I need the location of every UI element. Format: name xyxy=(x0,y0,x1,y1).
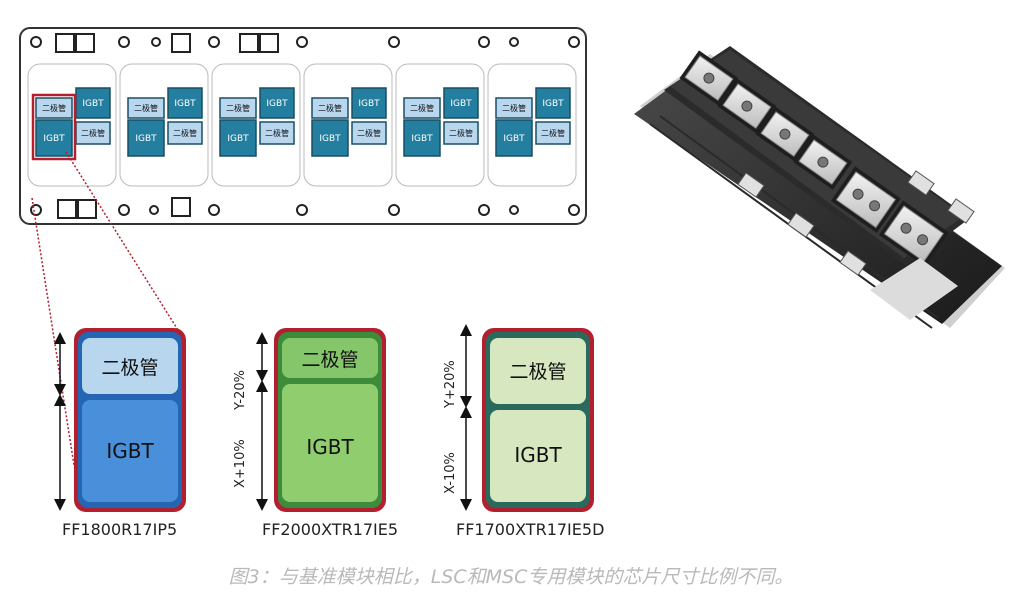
terminal-plate xyxy=(717,78,777,134)
board-igbt-chip xyxy=(35,119,73,157)
board-igbt-chip xyxy=(75,87,111,119)
module-3-diode-label: 二极管 xyxy=(509,361,566,383)
board-diode-chip xyxy=(167,121,203,145)
module-ff2000: Y-20% X+10% 二极管 IGBT xyxy=(233,328,386,512)
module-3-igbt-chip xyxy=(490,410,586,502)
board-igbt-chip xyxy=(403,119,441,157)
terminal-plate xyxy=(679,50,739,106)
board-chip-label: IGBT xyxy=(411,134,433,144)
board-chip-label: 二极管 xyxy=(449,128,473,138)
module-ff1800: 二极管 IGBT xyxy=(54,328,186,512)
board-chip-label: 二极管 xyxy=(410,103,434,113)
board-igbt-chip xyxy=(127,119,165,157)
board-diode-chip xyxy=(351,121,387,145)
module-2-diode-label: 二极管 xyxy=(301,349,358,371)
board-diode-chip xyxy=(219,97,257,119)
board-chip-label: 二极管 xyxy=(42,103,66,113)
module-board-schematic: 二极管IGBTIGBT二极管二极管IGBTIGBT二极管二极管IGBTIGBT二… xyxy=(19,27,587,225)
board-chip-label: IGBT xyxy=(135,134,157,144)
module-2-igbt-chip xyxy=(282,384,378,502)
module-3-name: FF1700XTR17IE5D xyxy=(456,520,605,539)
board-chip-label: IGBT xyxy=(82,99,104,109)
board-igbt-chip xyxy=(443,87,479,119)
module-3-dim-top: Y+20% xyxy=(443,360,458,409)
top-connector-row xyxy=(30,33,580,53)
module-2-name: FF2000XTR17IE5 xyxy=(262,520,399,539)
terminal-plate xyxy=(878,200,949,267)
board-chip-label: 二极管 xyxy=(265,128,289,138)
board-chip-label: 二极管 xyxy=(318,103,342,113)
board-chip-label: 二极管 xyxy=(357,128,381,138)
board-diode-chip xyxy=(259,121,295,145)
highlight-box xyxy=(31,93,77,161)
board-igbt-chip xyxy=(495,119,533,157)
board-chip-label: IGBT xyxy=(319,134,341,144)
board-diode-chip xyxy=(403,97,441,119)
terminal-plate xyxy=(793,134,853,190)
board-diode-chip xyxy=(127,97,165,119)
board-diode-chip xyxy=(443,121,479,145)
board-chip-label: IGBT xyxy=(266,99,288,109)
board-chip-label: 二极管 xyxy=(81,128,105,138)
board-chip-label: IGBT xyxy=(358,99,380,109)
board-igbt-chip xyxy=(167,87,203,119)
module-2-dim-top: Y-20% xyxy=(233,370,248,411)
board-igbt-chip xyxy=(351,87,387,119)
board-chip-label: 二极管 xyxy=(226,103,250,113)
board-chip-label: 二极管 xyxy=(173,128,197,138)
module-1-igbt-chip xyxy=(82,400,178,502)
module-1-name: FF1800R17IP5 xyxy=(62,520,178,539)
module-ff1700: Y+20% X-10% 二极管 IGBT xyxy=(443,324,594,512)
module-3-dim-bottom: X-10% xyxy=(443,452,458,494)
chip-slots: 二极管IGBTIGBT二极管二极管IGBTIGBT二极管二极管IGBTIGBT二… xyxy=(27,63,577,187)
igbt-module-photo xyxy=(634,46,1005,329)
module-1-diode-chip xyxy=(82,338,178,394)
board-chip-label: IGBT xyxy=(43,134,65,144)
module-3-igbt-label: IGBT xyxy=(514,443,562,467)
board-diode-chip xyxy=(311,97,349,119)
board-igbt-chip xyxy=(535,87,571,119)
module-3-diode-chip xyxy=(490,338,586,404)
terminal-plate xyxy=(755,106,815,162)
board-chip-label: IGBT xyxy=(227,134,249,144)
figure-caption: 图3：与基准模块相比，LSC和MSC专用模块的芯片尺寸比例不同。 xyxy=(228,566,794,588)
module-2-dim-bottom: X+10% xyxy=(233,439,248,488)
terminal-plate xyxy=(830,166,901,233)
board-chip-label: 二极管 xyxy=(502,103,526,113)
module-1-diode-label: 二极管 xyxy=(101,357,158,379)
module-comparison: 二极管 IGBT Y-20% X+10% 二极管 IGBT Y+20% X-10… xyxy=(54,324,594,512)
board-diode-chip xyxy=(495,97,533,119)
board-diode-chip xyxy=(535,121,571,145)
module-2-diode-chip xyxy=(282,338,378,378)
board-igbt-chip xyxy=(311,119,349,157)
board-chip-label: 二极管 xyxy=(541,128,565,138)
module-1-igbt-label: IGBT xyxy=(106,439,154,463)
board-chip-label: IGBT xyxy=(542,99,564,109)
board-igbt-chip xyxy=(259,87,295,119)
board-igbt-chip xyxy=(219,119,257,157)
bottom-connector-row xyxy=(30,197,580,219)
board-chip-label: 二极管 xyxy=(134,103,158,113)
module-2-igbt-label: IGBT xyxy=(306,435,354,459)
board-diode-chip xyxy=(35,97,73,119)
board-chip-label: IGBT xyxy=(174,99,196,109)
board-chip-label: IGBT xyxy=(503,134,525,144)
board-chip-label: IGBT xyxy=(450,99,472,109)
